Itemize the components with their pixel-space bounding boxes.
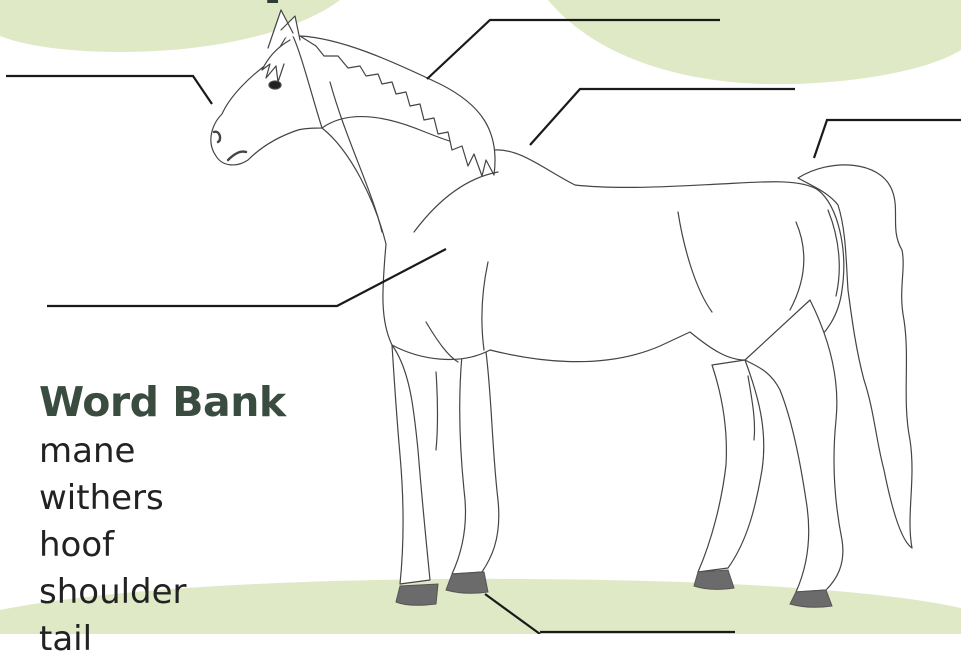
word-item: withers xyxy=(39,475,339,522)
withers-label-line xyxy=(530,89,795,145)
hoof-far-hind xyxy=(694,570,734,589)
horse-far-front-leg xyxy=(452,352,499,574)
word-item: mane xyxy=(39,428,339,475)
horse-head xyxy=(211,30,322,165)
word-item: shoulder xyxy=(39,569,339,616)
word-item: tail xyxy=(39,616,339,663)
word-bank-heading: Word Bank xyxy=(39,376,339,428)
horse-body xyxy=(322,117,844,362)
head-label-line xyxy=(6,76,212,104)
tail-label-line xyxy=(814,120,961,158)
horse-far-hind-leg xyxy=(698,360,764,572)
hoof-near-front xyxy=(396,584,438,605)
word-bank: Word Bank mane withers hoof shoulder tai… xyxy=(39,376,339,663)
horse-near-front-leg xyxy=(392,345,430,584)
word-item: hoof xyxy=(39,522,339,569)
word-list: mane withers hoof shoulder tail xyxy=(39,428,339,663)
horse-eye xyxy=(269,81,281,89)
blob-top-right xyxy=(548,0,961,84)
hoof-far-front xyxy=(446,572,488,593)
hoof-near-hind xyxy=(790,590,832,607)
